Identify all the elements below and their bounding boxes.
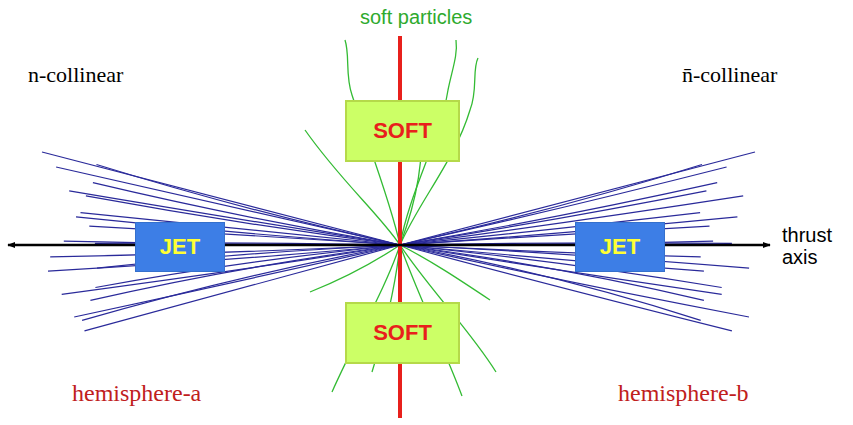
soft-label: SOFT xyxy=(373,118,432,144)
jet-track xyxy=(56,167,400,245)
jet-track xyxy=(86,196,400,245)
jet-box: JET xyxy=(575,222,665,272)
jet-track xyxy=(76,217,400,245)
region-label: n̄-collinear xyxy=(682,62,777,88)
soft-label: SOFT xyxy=(373,320,432,346)
axis-label: thrust axis xyxy=(782,224,844,268)
jet-track xyxy=(81,213,401,245)
soft-region-box: SOFT xyxy=(345,100,460,162)
jet-track xyxy=(400,196,743,245)
jet-track xyxy=(400,217,737,245)
soft-region-box: SOFT xyxy=(345,302,460,364)
region-label: n-collinear xyxy=(28,62,123,88)
jet-box: JET xyxy=(135,222,225,272)
jet-track xyxy=(69,191,400,245)
jet-label: JET xyxy=(160,234,200,260)
soft-particles-label: soft particles xyxy=(360,6,472,29)
hemisphere-label: hemisphere-b xyxy=(618,380,749,407)
hemisphere-label: hemisphere-a xyxy=(72,380,201,407)
jet-label: JET xyxy=(600,234,640,260)
jet-track xyxy=(400,183,717,245)
